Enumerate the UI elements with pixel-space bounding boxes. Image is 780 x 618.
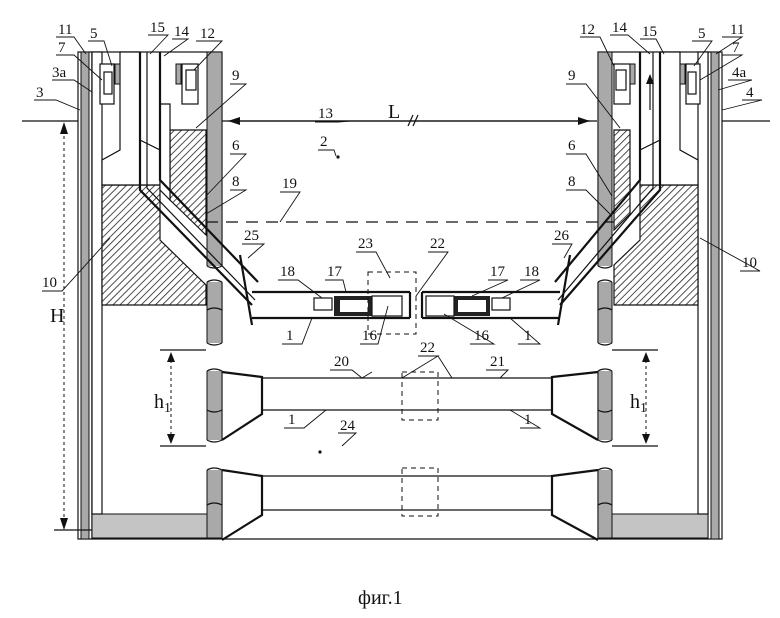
- label-7-left: 7: [58, 40, 66, 56]
- label-3-left: 3: [36, 85, 44, 101]
- label-16-left: 16: [362, 328, 378, 344]
- middle-bore: [222, 372, 598, 440]
- label-21: 21: [490, 354, 505, 370]
- label-22-upper: 22: [430, 236, 445, 252]
- label-23: 23: [358, 236, 373, 252]
- label-9-right: 9: [568, 68, 576, 84]
- label-9-left: 9: [232, 68, 240, 84]
- label-10-left: 10: [42, 275, 57, 291]
- label-11-left: 11: [58, 22, 72, 38]
- label-4a-right: 4а: [732, 65, 747, 81]
- upper-bore: [252, 272, 560, 334]
- label-1-middle-right: 1: [524, 412, 532, 428]
- label-3a-left: 3а: [52, 65, 67, 81]
- label-10-right: 10: [742, 255, 757, 271]
- label-20: 20: [334, 354, 349, 370]
- label-18-right: 18: [524, 264, 539, 280]
- label-26: 26: [554, 228, 570, 244]
- label-8-left: 8: [232, 174, 240, 190]
- figure-caption: фиг.1: [358, 587, 403, 609]
- label-18-left: 18: [280, 264, 295, 280]
- label-4-right: 4: [746, 85, 754, 101]
- label-L: L: [388, 101, 400, 123]
- label-15-right: 15: [642, 24, 657, 40]
- label-6-right: 6: [568, 138, 576, 154]
- label-1-left: 1: [286, 328, 294, 344]
- label-5-left: 5: [90, 26, 98, 42]
- label-12-left: 12: [200, 26, 215, 42]
- label-17-left: 17: [327, 264, 343, 280]
- label-8-right: 8: [568, 174, 576, 190]
- label-1-right: 1: [524, 328, 532, 344]
- dimension-L: [228, 115, 590, 126]
- label-22-middle: 22: [420, 340, 435, 356]
- lower-bore: [222, 468, 598, 540]
- label-6-left: 6: [232, 138, 240, 154]
- label-15-left: 15: [150, 20, 165, 36]
- label-11-right: 11: [730, 22, 744, 38]
- right-shaft: [555, 52, 722, 539]
- label-14-right: 14: [612, 20, 628, 36]
- left-shaft: [78, 52, 258, 539]
- label-25: 25: [244, 228, 259, 244]
- label-14-left: 14: [174, 24, 190, 40]
- label-17-right: 17: [490, 264, 506, 280]
- label-5-right: 5: [698, 26, 706, 42]
- label-12-right: 12: [580, 22, 595, 38]
- label-H: H: [50, 305, 64, 327]
- label-19: 19: [282, 176, 297, 192]
- label-2: 2: [320, 134, 328, 150]
- label-1-middle-left: 1: [288, 412, 296, 428]
- label-13: 13: [318, 106, 333, 122]
- label-24: 24: [340, 418, 356, 434]
- label-16-right: 16: [474, 328, 490, 344]
- label-7-right: 7: [732, 40, 740, 56]
